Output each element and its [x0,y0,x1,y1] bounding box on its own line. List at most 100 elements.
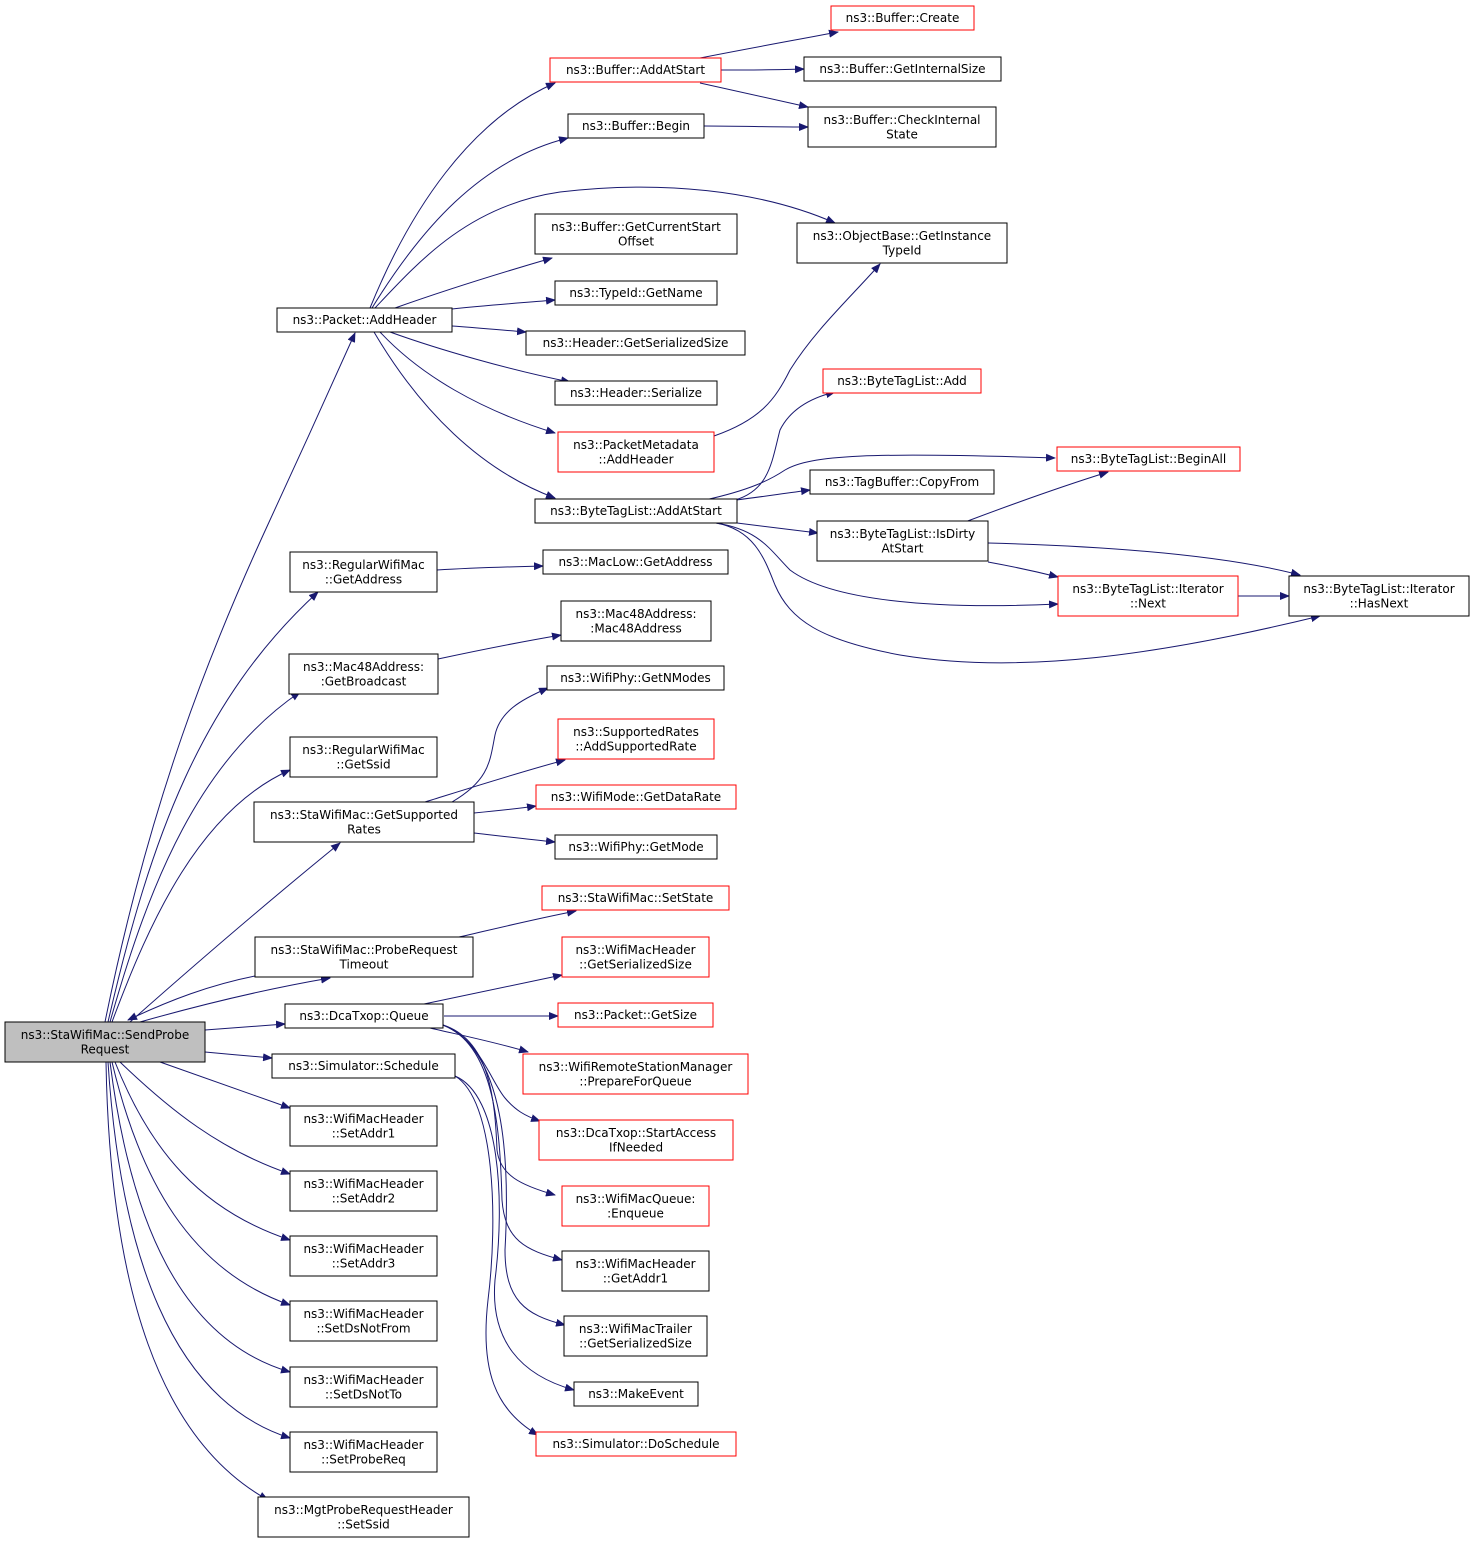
node-iterator-next[interactable]: ns3::ByteTagList::Iterator::Next [1057,575,1239,617]
node-tagbuffer-copyfrom[interactable]: ns3::TagBuffer::CopyFrom [809,469,995,495]
edge-btladdatstart-add [734,390,836,501]
node-label: ns3::SupportedRates [573,725,699,739]
node-regularwifimac-getaddress[interactable]: ns3::RegularWifiMac::GetAddress [289,551,438,593]
node-buffer-getinternalsize[interactable]: ns3::Buffer::GetInternalSize [803,56,1002,82]
edges [104,29,1321,1501]
node-label: :Mac48Address [590,621,681,635]
node-box [1288,575,1470,617]
node-bytetaglist-beginall[interactable]: ns3::ByteTagList::BeginAll [1056,446,1241,472]
node-box [535,1431,737,1457]
node-wifimacheader-setaddr1[interactable]: ns3::WifiMacHeader::SetAddr1 [289,1105,438,1147]
node-buffer-create[interactable]: ns3::Buffer::Create [830,5,975,31]
node-box [253,801,475,843]
node-iterator-hasnext[interactable]: ns3::ByteTagList::Iterator::HasNext [1288,575,1470,617]
node-label: ns3::Buffer::Begin [582,119,690,133]
node-label: ns3::DcaTxop::Queue [299,1009,428,1023]
node-buffer-addatstart[interactable]: ns3::Buffer::AddAtStart [549,57,722,83]
node-mac48-mac48[interactable]: ns3::Mac48Address::Mac48Address [560,600,712,642]
node-header-serialize[interactable]: ns3::Header::Serialize [554,380,718,406]
node-wifimacheader-setaddr2[interactable]: ns3::WifiMacHeader::SetAddr2 [289,1170,438,1212]
node-box [1056,446,1241,472]
node-dcatxop-queue[interactable]: ns3::DcaTxop::Queue [284,1003,444,1029]
node-wifiphy-getmode[interactable]: ns3::WifiPhy::GetMode [554,834,718,860]
node-regularwifimac-getssid[interactable]: ns3::RegularWifiMac::GetSsid [289,736,438,778]
node-makeevent[interactable]: ns3::MakeEvent [573,1381,699,1407]
edge-sendprobe-schedule [204,1051,273,1062]
node-typeid-getname[interactable]: ns3::TypeId::GetName [554,280,718,306]
node-packet-addheader[interactable]: ns3::Packet::AddHeader [276,307,453,333]
edge-sendprobe-setdsnotfrom [111,1061,291,1306]
node-packetmetadata-addheader[interactable]: ns3::PacketMetadata::AddHeader [557,431,715,473]
node-label: ns3::WifiRemoteStationManager [539,1060,733,1074]
node-label: ns3::WifiMacHeader [303,1438,423,1452]
node-wifiphy-getnmodes[interactable]: ns3::WifiPhy::GetNModes [546,665,725,691]
node-box [567,113,705,139]
node-box [289,1105,438,1147]
node-label: ns3::WifiMacQueue: [576,1192,696,1206]
node-header-getserializedsize[interactable]: ns3::Header::GetSerializedSize [525,330,746,356]
node-wifimode-getdatarate[interactable]: ns3::WifiMode::GetDataRate [535,784,737,810]
node-wifimacheader-setdsnotfrom[interactable]: ns3::WifiMacHeader::SetDsNotFrom [289,1300,438,1342]
node-wrsm-prepareforqueue[interactable]: ns3::WifiRemoteStationManager::PrepareFo… [522,1053,749,1095]
edge-addheader-gettypeid [374,186,836,309]
edge-isdirty-next [987,561,1059,579]
node-label: IfNeeded [609,1140,663,1154]
edge-begin-checkinternal [703,122,809,131]
node-label: Timeout [338,957,388,971]
node-label: ::AddSupportedRate [575,739,696,753]
node-label: ns3::Mac48Address: [576,607,697,621]
node-simulator-schedule[interactable]: ns3::Simulator::Schedule [271,1053,456,1079]
node-wifimacheader-getaddr1[interactable]: ns3::WifiMacHeader::GetAddr1 [561,1250,710,1292]
node-label: ns3::ByteTagList::IsDirty [830,527,975,541]
node-label: :GetBroadcast [321,674,407,688]
node-buffer-begin[interactable]: ns3::Buffer::Begin [567,113,705,139]
edge-btladdatstart-hasnext [715,522,1321,664]
node-bytetaglist-add[interactable]: ns3::ByteTagList::Add [822,368,982,394]
edge-getaddress-maclow [436,562,544,571]
node-label: ns3::Header::GetSerializedSize [543,336,729,350]
node-wifimacheader-setdsnotto[interactable]: ns3::WifiMacHeader::SetDsNotTo [289,1366,438,1408]
node-label: ns3::WifiMacHeader [575,1257,695,1271]
edge-sendprobe-setdsnotto [109,1061,291,1374]
node-label: AtStart [881,541,923,555]
node-wifimactrailer-getserializedsize[interactable]: ns3::WifiMacTrailer::GetSerializedSize [563,1315,708,1357]
node-wifimacheader-setaddr3[interactable]: ns3::WifiMacHeader::SetAddr3 [289,1235,438,1277]
edge-addheader-getcurrentstart [394,256,553,309]
node-mac48-getbroadcast[interactable]: ns3::Mac48Address::GetBroadcast [288,653,439,695]
node-label: ::SetAddr2 [332,1191,396,1205]
node-box [830,5,975,31]
node-supportedrates-add[interactable]: ns3::SupportedRates::AddSupportedRate [557,718,715,760]
node-box [4,1021,206,1063]
node-label: ::GetSsid [336,757,390,771]
node-box [796,222,1008,264]
node-bytetaglist-addatstart[interactable]: ns3::ByteTagList::AddAtStart [534,498,738,524]
node-simulator-doschedule[interactable]: ns3::Simulator::DoSchedule [535,1431,737,1457]
node-wifimacheader-setprobereq[interactable]: ns3::WifiMacHeader::SetProbeReq [289,1431,438,1473]
node-label: ns3::WifiMode::GetDataRate [551,790,721,804]
node-box [538,1119,734,1161]
node-label: ns3::Simulator::Schedule [288,1059,439,1073]
edge-queue-getaddr1 [442,1024,563,1262]
node-wifimacheader-getserializedsize[interactable]: ns3::WifiMacHeader::GetSerializedSize [561,936,710,978]
node-label: ::HasNext [1350,596,1409,610]
node-label: ns3::Buffer::AddAtStart [566,63,705,77]
node-packet-getsize[interactable]: ns3::Packet::GetSize [557,1002,714,1028]
edge-sendprobe-setaddr1 [159,1061,291,1109]
node-maclow-getaddress[interactable]: ns3::MacLow::GetAddress [542,549,729,575]
node-stawifimac-setstate[interactable]: ns3::StaWifiMac::SetState [541,885,730,911]
node-mgtprobe-setssid[interactable]: ns3::MgtProbeRequestHeader::SetSsid [257,1496,470,1538]
edge-queue-headersize [423,972,563,1005]
node-label: ns3::WifiMacHeader [303,1177,423,1191]
node-label: ::SetSsid [337,1517,390,1531]
node-wifimacqueue-enqueue[interactable]: ns3::WifiMacQueue::Enqueue [561,1185,710,1227]
